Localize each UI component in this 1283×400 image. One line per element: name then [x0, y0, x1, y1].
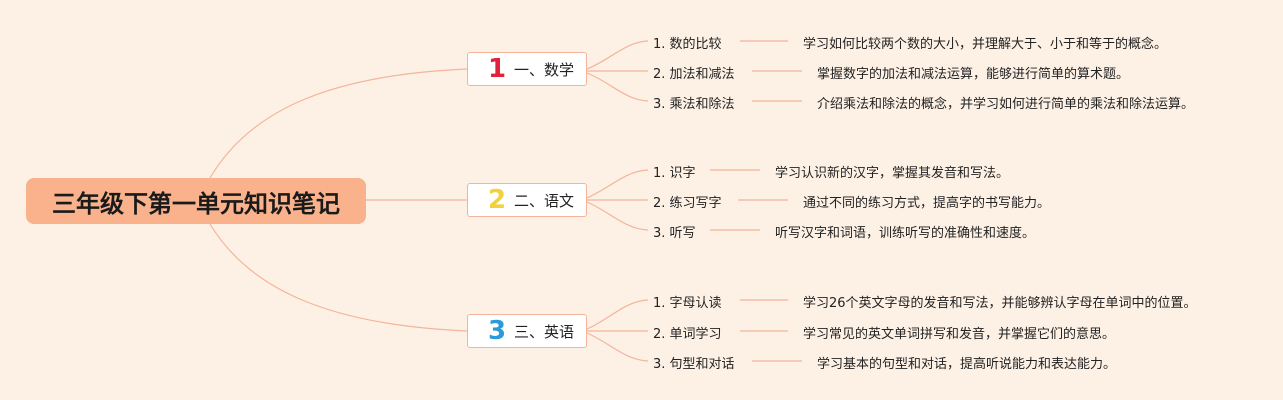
description-chinese-3: 听写汉字和词语，训练听写的准确性和速度。	[775, 226, 1036, 241]
root-title: 三年级下第一单元知识笔记	[52, 189, 340, 218]
connector-math-1	[586, 40, 649, 70]
connector-chinese-1	[586, 169, 649, 199]
connector-chinese-3	[586, 201, 649, 231]
subtopic-math-2[interactable]: 2. 加法和减法	[653, 67, 735, 82]
number-2-icon: 2	[487, 185, 507, 215]
root-topic[interactable]: 三年级下第一单元知识笔记	[26, 178, 366, 224]
description-math-1: 学习如何比较两个数的大小，并理解大于、小于和等于的概念。	[803, 37, 1168, 52]
connector-math-3	[586, 72, 649, 102]
subtopic-chinese-1[interactable]: 1. 识字	[653, 166, 696, 181]
subtopic-math-3[interactable]: 3. 乘法和除法	[653, 97, 735, 112]
branch-label: 三、英语	[514, 322, 575, 341]
branch-english[interactable]: 3 三、英语	[467, 314, 587, 348]
subtopic-math-1[interactable]: 1. 数的比较	[653, 37, 722, 52]
connector-english-1	[586, 299, 649, 330]
number-1-icon: 1	[487, 54, 507, 84]
subtopic-chinese-2[interactable]: 2. 练习写字	[653, 196, 722, 211]
branch-label: 二、语文	[514, 191, 575, 210]
connector-root-english	[209, 223, 468, 332]
branch-label: 一、数学	[514, 60, 575, 79]
connector-root-math	[209, 68, 468, 179]
branch-chinese[interactable]: 2 二、语文	[467, 183, 587, 217]
number-3-icon: 3	[487, 316, 507, 346]
subtopic-english-1[interactable]: 1. 字母认读	[653, 296, 722, 311]
description-english-3: 学习基本的句型和对话，提高听说能力和表达能力。	[817, 357, 1117, 372]
subtopic-chinese-3[interactable]: 3. 听写	[653, 226, 696, 241]
description-english-1: 学习26个英文字母的发音和写法，并能够辨认字母在单词中的位置。	[803, 296, 1197, 311]
branch-math[interactable]: 1 一、数学	[467, 52, 587, 86]
description-math-2: 掌握数字的加法和减法运算，能够进行简单的算术题。	[817, 67, 1130, 82]
subtopic-english-2[interactable]: 2. 单词学习	[653, 327, 722, 342]
description-chinese-2: 通过不同的练习方式，提高字的书写能力。	[803, 196, 1051, 211]
subtopic-english-3[interactable]: 3. 句型和对话	[653, 357, 735, 372]
description-chinese-1: 学习认识新的汉字，掌握其发音和写法。	[775, 166, 1010, 181]
connector-english-3	[586, 332, 649, 362]
description-english-2: 学习常见的英文单词拼写和发音，并掌握它们的意思。	[803, 327, 1116, 342]
description-math-3: 介绍乘法和除法的概念，并学习如何进行简单的乘法和除法运算。	[817, 97, 1195, 112]
